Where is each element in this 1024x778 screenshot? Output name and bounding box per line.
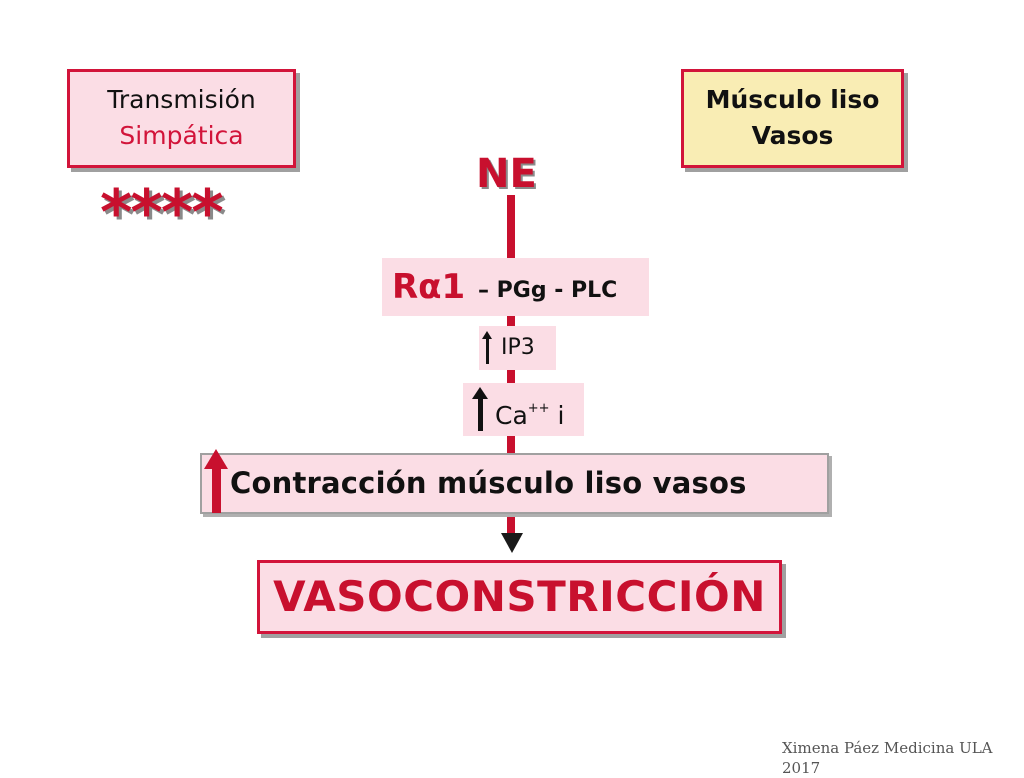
vasoconstriccion-label: VASOCONSTRICCIÓN bbox=[273, 572, 766, 621]
up-arrow-icon bbox=[486, 336, 489, 364]
vasos-label: Vasos bbox=[751, 121, 834, 150]
up-arrow-icon bbox=[472, 387, 488, 399]
receptor-alpha1-label: Rα1 bbox=[392, 267, 466, 307]
down-arrow-icon bbox=[501, 533, 523, 553]
contraccion-label: Contracción músculo liso vasos bbox=[230, 466, 747, 500]
contraccion-box: Contracción músculo liso vasos bbox=[200, 449, 829, 514]
ne-label: NE bbox=[476, 151, 537, 197]
musculo-liso-label: Músculo liso bbox=[705, 85, 880, 114]
receptor-box: Rα1 – PGg - PLC bbox=[382, 258, 649, 316]
simpatica-label: Simpática bbox=[119, 121, 244, 150]
vasoconstriccion-box: VASOCONSTRICCIÓN bbox=[257, 560, 782, 634]
up-arrow-icon bbox=[482, 331, 492, 339]
up-arrow-icon bbox=[204, 449, 228, 469]
transmision-simpatica-box: Transmisión Simpática bbox=[67, 69, 296, 168]
transmision-label: Transmisión bbox=[107, 85, 256, 114]
up-arrow-icon bbox=[478, 397, 483, 431]
receptor-pathway-label: – PGg - PLC bbox=[478, 278, 618, 303]
ip3-box: IP3 bbox=[479, 326, 556, 370]
credit-label: Ximena Páez Medicina ULA 2017 bbox=[782, 739, 993, 777]
ip3-label: IP3 bbox=[501, 335, 535, 360]
calcium-suffix: i bbox=[549, 401, 565, 430]
up-arrow-icon bbox=[212, 469, 221, 513]
calcium-box: Ca++ i bbox=[463, 383, 584, 436]
calcium-label: Ca++ i bbox=[495, 394, 564, 431]
calcium-superscript: ++ bbox=[527, 401, 550, 416]
stars-label: **** bbox=[100, 176, 224, 249]
calcium-base: Ca bbox=[495, 401, 528, 430]
musculo-liso-vasos-box: Músculo liso Vasos bbox=[681, 69, 904, 168]
